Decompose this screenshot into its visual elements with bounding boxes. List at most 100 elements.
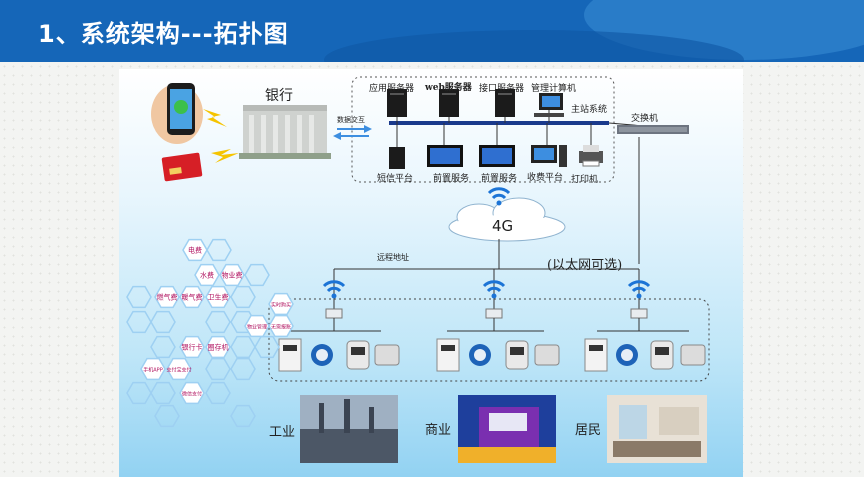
service-label: 支付宝支付 [166,367,191,374]
printer-icon [579,145,603,167]
hexagon-decoration [230,357,256,381]
service-label: 水费 [200,271,214,280]
server-icon [495,89,515,117]
water-meter-icon [616,344,638,366]
sector-label-residence: 居民 [575,423,602,438]
hexagon-decoration [206,238,232,262]
service-label: 物业费 [222,271,243,280]
service-hexagon [182,238,208,262]
service-hexagon [166,357,192,381]
sector-label-industry: 工业 [269,425,296,440]
service-label: 暖气费 [182,293,203,302]
water-meter-icon [311,344,333,366]
cloud-4g-label: 4G [492,217,514,235]
data-exchange-arrows [333,125,372,140]
monitor-icon [479,145,515,167]
gas-meter-icon [505,340,529,370]
service-hexagon [194,263,220,287]
hexagon-decoration [254,335,280,359]
service-hexagon [140,357,166,381]
computer-icon [531,145,567,167]
concentrator-icon [325,308,343,319]
service-label: 燃气费 [157,293,178,302]
hexagon-decoration [244,263,270,287]
hexagon-decoration [205,310,231,334]
monitor-icon [427,145,463,167]
residence-photo [607,395,707,463]
gas-meter-icon [650,340,674,370]
cloud-icon [448,197,566,242]
hexagon-decoration [126,310,152,334]
front-service-label: 前置服务 [481,174,518,184]
service-label: 微信支付 [182,391,202,398]
mobile-phone-icon [151,83,203,144]
slide-title: 1、系统架构---拓扑图 [38,20,289,48]
hexagon-decoration [150,335,176,359]
heat-meter-icon [680,344,706,366]
service-hexagon [179,335,205,359]
mgmt-computer-label: 管理计算机 [531,84,577,94]
hexagon-decoration [126,285,152,309]
hexagon-decoration [230,404,256,428]
server-icon [387,89,407,117]
web-server-label: web服务器 [425,83,472,93]
sms-platform-label: 短信平台 [377,174,414,184]
remote-address-label: 远程地址 [377,253,409,262]
electric-meter-icon [436,338,460,372]
wifi-icon [322,280,346,299]
ethernet-optional-label: (以太网可选) [547,258,623,273]
wifi-icon [627,280,651,299]
service-label: 实时购买 [271,302,291,309]
hexagon-decoration [126,381,152,405]
commerce-photo [458,395,556,463]
heat-meter-icon [374,344,400,366]
server-icon [389,147,405,169]
lightning-icon [211,149,239,163]
heat-meter-icon [534,344,560,366]
service-label: 圈存机 [208,343,229,352]
service-hexagon [219,263,245,287]
industry-photo [300,395,398,463]
api-server-label: 接口服务器 [479,84,525,94]
water-meter-icon [469,344,491,366]
service-hexagon [268,314,294,338]
hexagon-decoration [205,357,231,381]
concentrator-icon [630,308,648,319]
lightning-icon [203,109,227,127]
electric-meter-icon [278,338,302,372]
switch-label: 交换机 [631,114,659,124]
bank-card-icon [161,152,203,182]
hexagon-decoration [150,381,176,405]
service-label: 电费 [188,246,202,255]
switch-icon [617,125,689,134]
master-system-label: 主站系统 [571,105,608,115]
service-label: 银行卡 [182,343,203,352]
service-hexagon [179,381,205,405]
service-hexagon [268,292,294,316]
hexagon-decoration [230,335,256,359]
service-hexagon [205,335,231,359]
gas-meter-icon [346,340,370,370]
slide-header: 1、系统架构---拓扑图 [0,0,864,62]
data-exchange-label: 数据交互 [337,116,365,124]
server-icon [439,89,459,117]
electric-meter-icon [584,338,608,372]
service-label: 手机APP [143,367,162,374]
hexagon-decoration [150,310,176,334]
hexagon-decoration [154,404,180,428]
service-hexagon [205,285,231,309]
sector-label-commerce: 商业 [425,423,452,438]
hexagon-decoration [230,285,256,309]
wifi-icon [482,280,506,299]
bank-building-image [239,105,331,159]
front-service-label: 前置服务 [433,174,470,184]
service-hexagon [154,285,180,309]
wifi-icon [487,187,511,206]
service-hexagon [179,285,205,309]
service-hexagon [244,314,270,338]
app-server-label: 应用服务器 [369,84,415,94]
bank-label: 银行 [265,88,293,104]
computer-icon [534,93,564,117]
